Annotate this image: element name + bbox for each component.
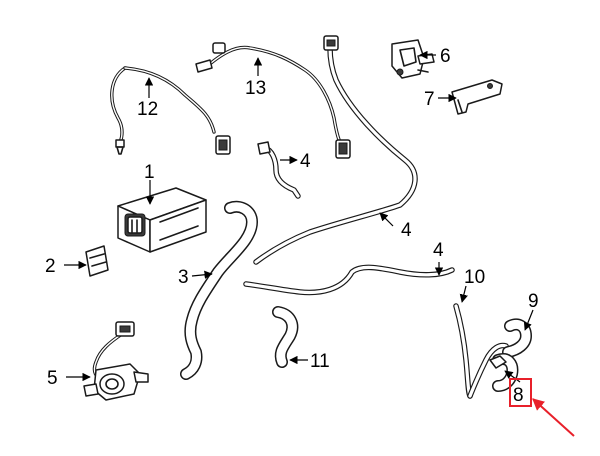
part-4-vapor-tube-small [257,141,301,199]
part-7-bracket [451,79,503,115]
callout-8-highlight-box [509,378,532,407]
callout-4-small-tube: 4 [300,151,311,172]
callout-4-long-tube: 4 [401,220,412,241]
part-9-hose-elbow [502,318,532,358]
part-10-tube [453,303,509,399]
part-3-hose-large [180,200,258,380]
part-1-charcoal-canister [117,187,207,253]
part-4-vapor-tube-middle [243,264,455,296]
part-6-purge-valve [391,39,435,79]
part-5-vent-valve [83,321,149,401]
callout-10: 10 [464,267,485,288]
callout-3: 3 [178,267,189,288]
callout-2: 2 [45,256,56,277]
callout-6: 6 [440,46,451,67]
part-11-hose-small [272,306,299,368]
callout-8: 8 [513,385,524,406]
leader-lines [64,50,534,383]
part-2-canister-bracket [85,245,109,277]
part-13-oxygen-sensor-downstream [195,42,351,159]
callout-1: 1 [144,162,155,183]
callout-9: 9 [528,291,539,312]
part-4-vapor-tube-long [253,35,418,265]
callout-7: 7 [424,89,435,110]
part-12-oxygen-sensor-upstream [110,66,231,155]
callout-4-middle-tube: 4 [433,240,444,261]
callout-5: 5 [47,368,58,389]
callout-13: 13 [245,78,266,99]
callout-labels: 1 2 3 4 4 4 5 6 7 8 9 10 11 12 13 [45,46,539,406]
red-pointer-arrow [532,398,575,437]
callout-12: 12 [137,99,158,120]
callout-11: 11 [310,351,330,372]
